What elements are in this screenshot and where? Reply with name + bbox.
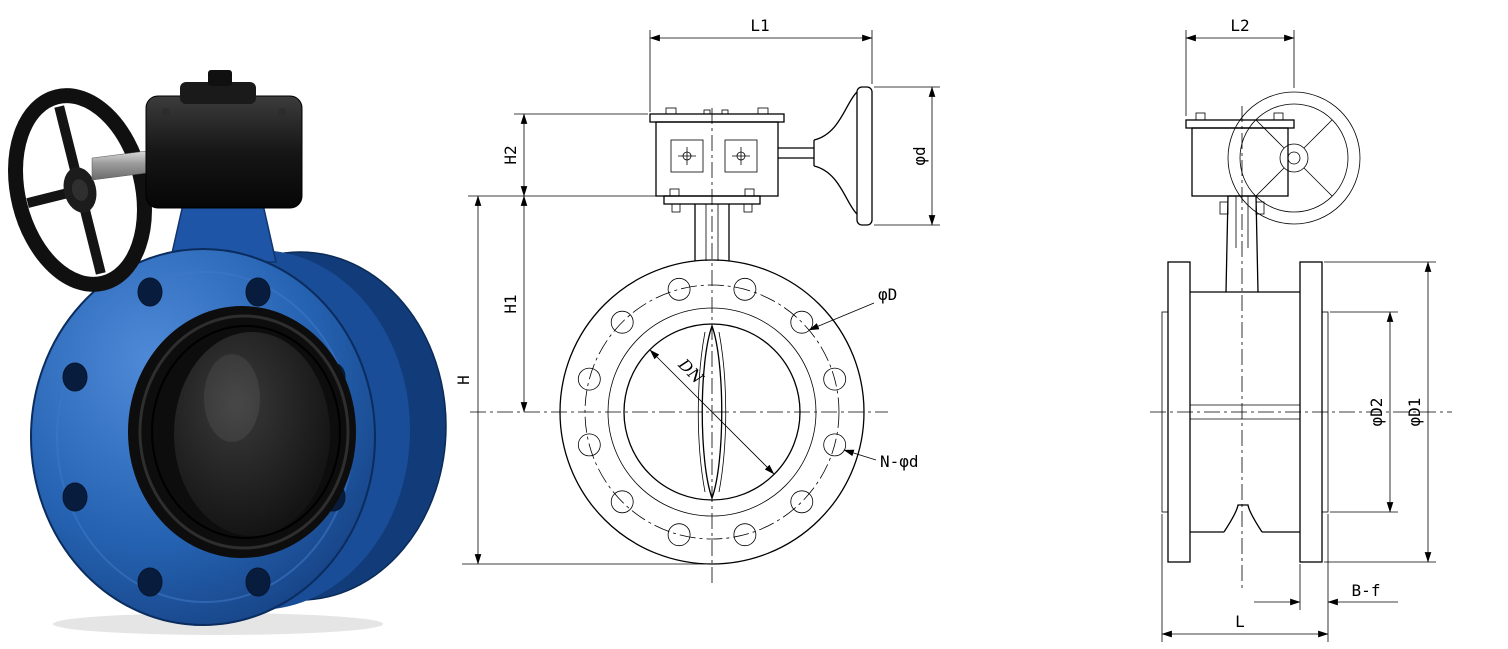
- dim-phi-D2: φD2: [1330, 311, 1398, 513]
- disc-highlight: [204, 354, 260, 442]
- bolt-holes: [577, 277, 847, 547]
- dim-L2: L2: [1185, 16, 1295, 116]
- dim-label-h: H: [454, 375, 473, 385]
- side-view: L2 φD2 φD1 B-f L: [1150, 16, 1452, 642]
- dim-phi-D: φD: [808, 285, 897, 331]
- valve-photo: [8, 70, 447, 635]
- gearbox-indicator: [208, 70, 232, 86]
- raised-face-circle: [607, 307, 817, 517]
- bolt-circle: [584, 284, 840, 540]
- dim-label-l2: L2: [1230, 16, 1249, 35]
- right-raised-face: [1321, 311, 1329, 513]
- gearbox-front: [649, 107, 785, 197]
- dim-phi-D1: φD1: [1324, 261, 1436, 563]
- flange-od-circle: [559, 259, 865, 565]
- seat-ring-inner: [151, 325, 341, 539]
- handwheel: [8, 88, 152, 292]
- bore-circle: [623, 323, 801, 501]
- dim-L: L: [1161, 514, 1329, 642]
- dim-N-phi-d: N-φd: [843, 449, 919, 471]
- dim-L1: L1: [649, 16, 873, 112]
- side-handwheel: [1227, 91, 1361, 225]
- dim-label-phi-d-handwheel: φd: [910, 146, 929, 165]
- dim-label-l: L: [1235, 612, 1245, 631]
- dim-label-b-f: B-f: [1352, 581, 1381, 600]
- dim-label-h1: H1: [501, 294, 520, 313]
- gearbox-cap: [180, 82, 256, 104]
- front-view: L1 φd H2 H1 H φD N-φd: [454, 16, 940, 585]
- dim-B-f: B-f: [1254, 514, 1398, 642]
- butterfly-disc: [174, 332, 330, 536]
- dim-label-h2: H2: [501, 145, 520, 164]
- dim-phi-d-handwheel: φd: [874, 86, 940, 226]
- gearbox-screw-right: [278, 108, 286, 116]
- dim-label-n-phi-d: N-φd: [880, 452, 919, 471]
- dim-label-phi-d2: φD2: [1367, 398, 1386, 427]
- left-raised-face: [1161, 311, 1169, 513]
- dim-label-phi-dd: φD: [878, 285, 897, 304]
- seat-ring: [138, 314, 350, 550]
- dim-label-phi-d1: φD1: [1405, 398, 1424, 427]
- gearbox-screw-left: [162, 108, 170, 116]
- bottom-boss: [1223, 504, 1263, 533]
- dim-label-l1: L1: [750, 16, 769, 35]
- handwheel-side: [778, 86, 873, 226]
- dim-H2-H1-H: H2 H1 H: [454, 113, 705, 565]
